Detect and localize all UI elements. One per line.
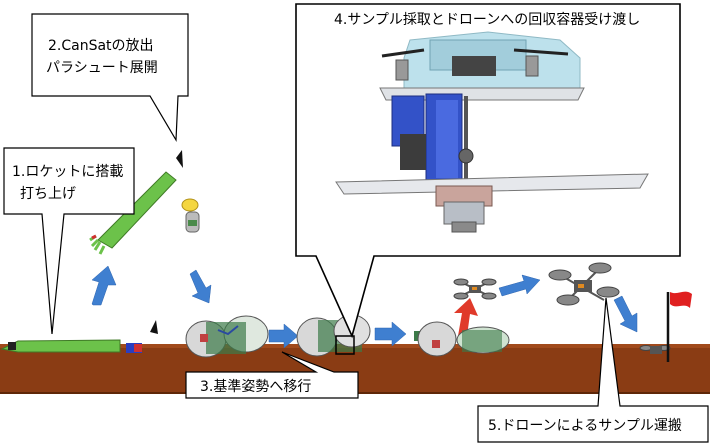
step1-line2: 打ち上げ — [20, 185, 76, 202]
callout-step2: 2.CanSatの放出 パラシュート展開 — [31, 13, 189, 143]
arrow-launch-up — [91, 265, 117, 306]
drone-small — [453, 278, 497, 300]
arrow-descend — [189, 269, 212, 304]
process-arrows — [91, 265, 638, 349]
callout-step1: 1.ロケットに搭載 打ち上げ — [3, 147, 135, 335]
step1-line1: 1.ロケットに搭載 — [12, 164, 123, 180]
lift-arrow — [454, 298, 478, 336]
drone-large — [548, 262, 620, 306]
step2-line1: 2.CanSatの放出 — [48, 38, 154, 54]
rocket-on-ground — [0, 339, 142, 353]
step5-line1: 5.ドローンによるサンプル運搬 — [488, 418, 682, 434]
rover-2 — [296, 314, 371, 357]
sampling-mechanism — [335, 31, 649, 233]
callout-step3: 3.基準姿勢へ移行 — [185, 351, 359, 399]
step4-line1: 4.サンプル採取とドローンへの回収容器受け渡し — [334, 11, 640, 28]
rover-3 — [414, 321, 510, 357]
arrow-to-flag — [613, 295, 638, 333]
step3-line1: 3.基準姿勢へ移行 — [200, 378, 311, 395]
arrow-to-sampling — [374, 321, 407, 347]
callout-step5: 5.ドローンによるサンプル運搬 — [477, 297, 709, 443]
arrow-to-reference — [268, 323, 299, 349]
step2-line2: パラシュート展開 — [46, 60, 158, 76]
ground-marker — [150, 320, 158, 334]
goal-flag — [666, 291, 692, 362]
rocket-in-flight — [89, 150, 183, 255]
callout-step4: 4.サンプル採取とドローンへの回収容器受け渡し — [295, 3, 681, 339]
arrow-to-drone — [498, 274, 541, 297]
cansat-with-parachute — [181, 198, 200, 233]
rover-1 — [185, 315, 269, 358]
